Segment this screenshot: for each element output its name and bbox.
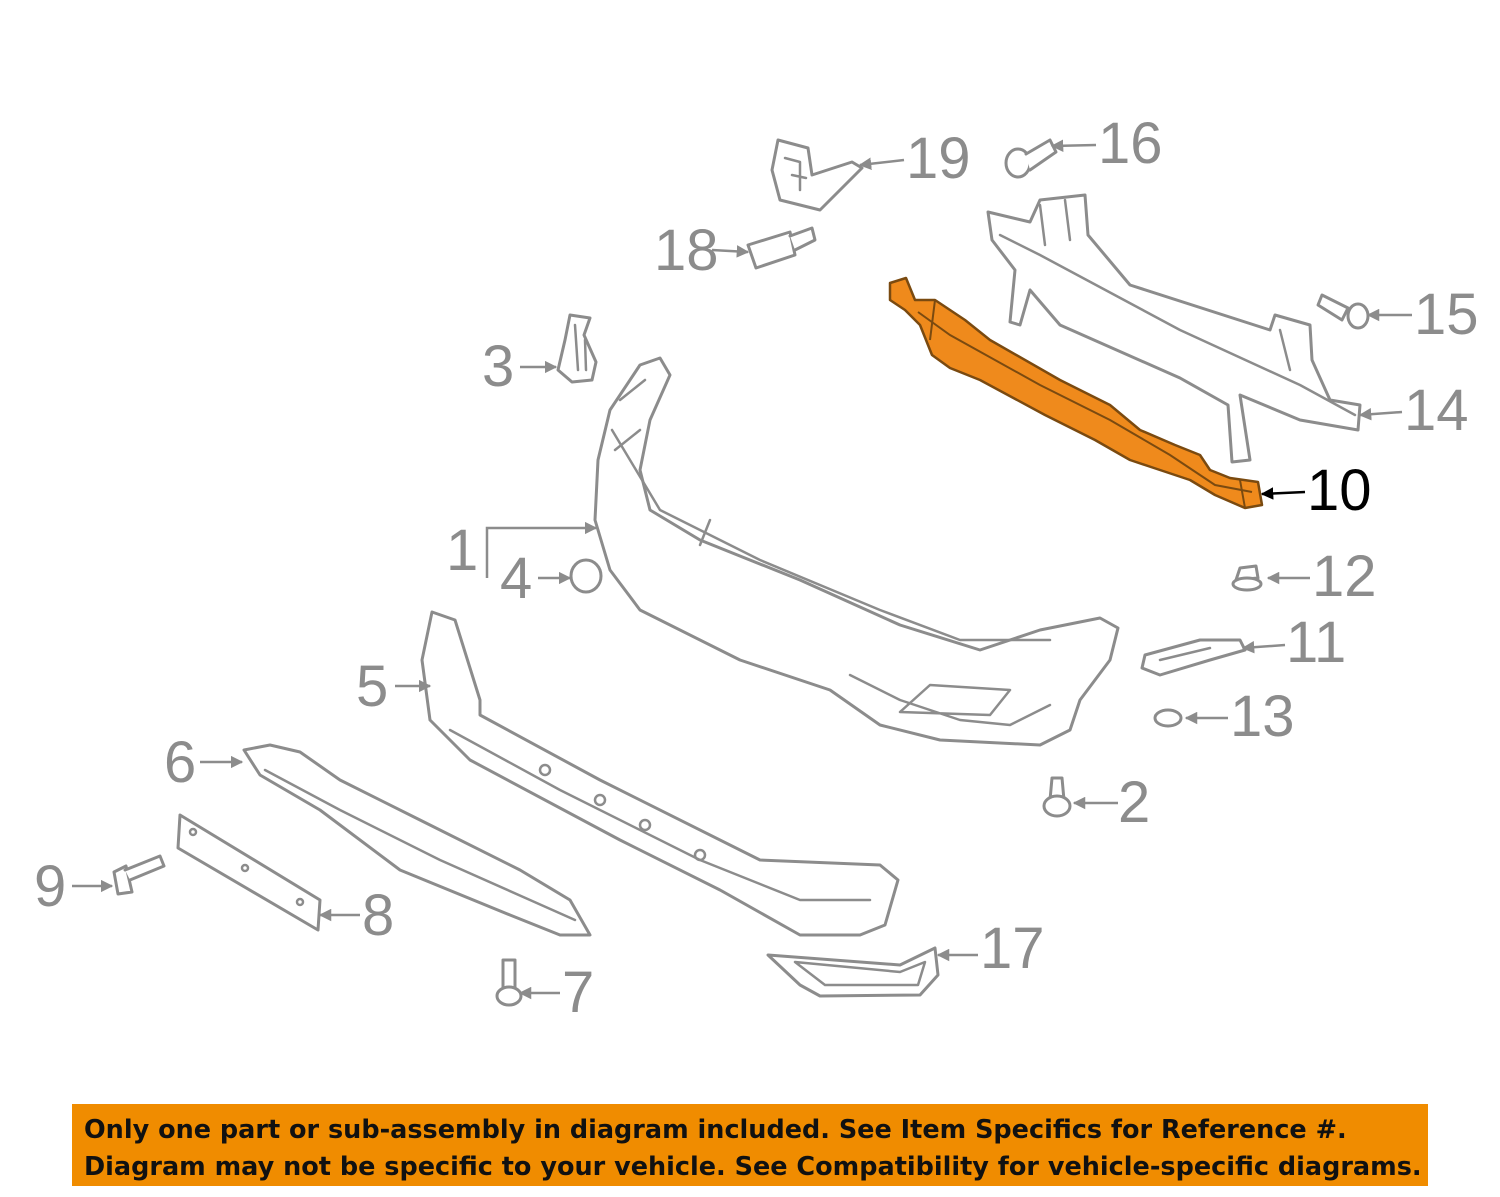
callout-9: 9 bbox=[34, 854, 66, 919]
part-13-cap bbox=[1153, 708, 1183, 728]
callout-numbers: 19 18 16 15 14 10 3 1 4 12 11 13 5 6 9 8… bbox=[34, 111, 1479, 1025]
part-8-plate-bracket bbox=[176, 813, 322, 932]
callout-6: 6 bbox=[164, 730, 196, 795]
callout-7: 7 bbox=[562, 960, 594, 1025]
part-19-bracket bbox=[770, 138, 864, 212]
callout-12: 12 bbox=[1312, 544, 1377, 609]
callout-3: 3 bbox=[482, 334, 514, 399]
part-3-clip bbox=[556, 313, 598, 384]
disclaimer-line-2: Diagram may not be specific to your vehi… bbox=[84, 1152, 1422, 1182]
part-4-plug bbox=[569, 558, 603, 594]
callout-5: 5 bbox=[356, 654, 388, 719]
callout-19: 19 bbox=[906, 126, 971, 191]
part-15-bolt bbox=[1316, 293, 1370, 330]
part-10-absorber bbox=[888, 276, 1264, 510]
callout-15: 15 bbox=[1414, 282, 1479, 347]
callout-18: 18 bbox=[654, 218, 719, 283]
callout-8: 8 bbox=[362, 883, 394, 948]
part-5-lower-absorber bbox=[420, 610, 900, 937]
part-16-bolt bbox=[1004, 138, 1058, 179]
part-1-bumper-cover bbox=[593, 356, 1120, 747]
part-14-reinforcement bbox=[986, 193, 1362, 464]
part-2-bolt bbox=[1042, 776, 1072, 818]
leader-lines bbox=[72, 139, 1412, 1000]
callout-10: 10 bbox=[1307, 458, 1372, 523]
callout-14: 14 bbox=[1404, 378, 1469, 443]
part-18-sensor bbox=[746, 226, 817, 270]
part-9-stud bbox=[112, 854, 166, 896]
part-17-bezel bbox=[766, 946, 940, 998]
disclaimer-line-1: Only one part or sub-assembly in diagram… bbox=[84, 1115, 1347, 1145]
callout-13: 13 bbox=[1230, 684, 1295, 749]
callout-17: 17 bbox=[980, 916, 1045, 981]
disclaimer-banner: Only one part or sub-assembly in diagram… bbox=[72, 1104, 1428, 1186]
part-6-spoiler bbox=[242, 743, 592, 937]
parts-diagram: 19 18 16 15 14 10 3 1 4 12 11 13 5 6 9 8… bbox=[34, 111, 1479, 1025]
part-11-retainer bbox=[1140, 638, 1247, 677]
callout-1: 1 bbox=[446, 518, 478, 583]
callout-11: 11 bbox=[1286, 610, 1346, 675]
callout-2: 2 bbox=[1118, 770, 1150, 835]
part-12-nut bbox=[1231, 564, 1263, 592]
callout-4: 4 bbox=[500, 546, 532, 611]
part-7-bolt bbox=[495, 958, 523, 1007]
callout-16: 16 bbox=[1098, 111, 1163, 176]
